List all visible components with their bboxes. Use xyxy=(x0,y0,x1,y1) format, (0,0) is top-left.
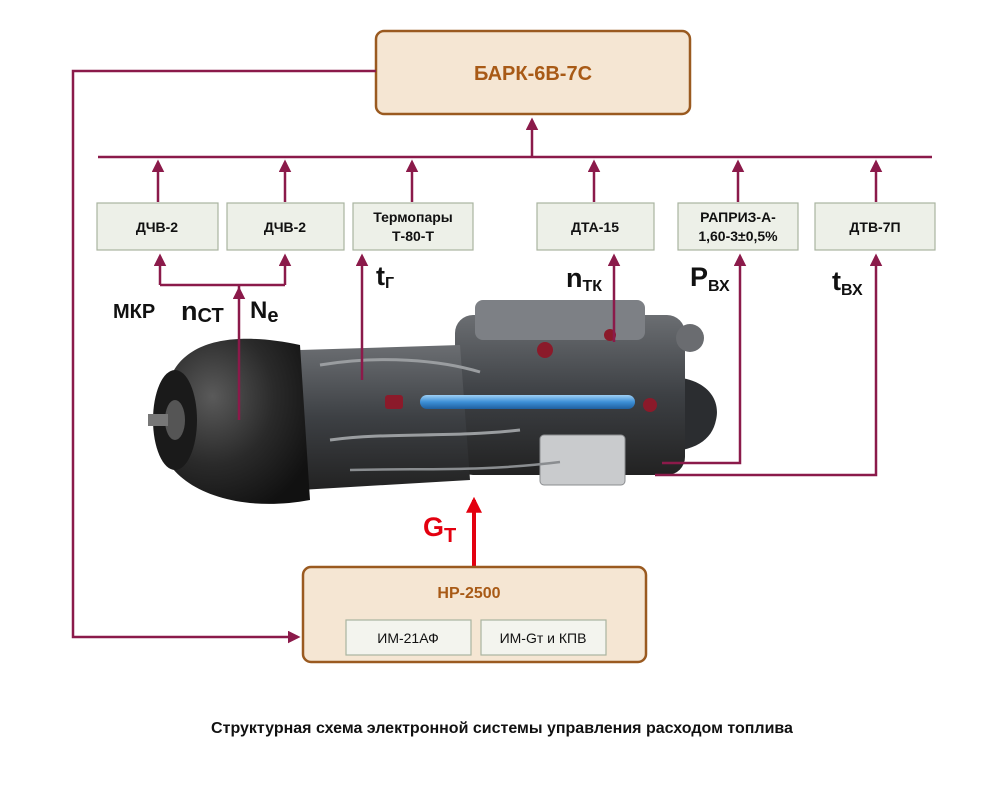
controller-label: БАРК-6В-7С xyxy=(474,63,592,85)
param-t-vx: tВХ xyxy=(832,266,863,299)
regulator-unit-2: ИМ-Gт и КПВ xyxy=(500,630,587,646)
sensor-box-dchv-1: ДЧВ-2 xyxy=(96,202,219,251)
sensor-box-dchv-2: ДЧВ-2 xyxy=(226,202,345,251)
controller-box: БАРК-6В-7С xyxy=(374,29,692,116)
regulator-unit-1: ИМ-21АФ xyxy=(377,630,438,646)
param-n-st: nСТ xyxy=(181,296,224,327)
sensor-box-thermocouples: Термопары Т-80-Т xyxy=(352,202,474,251)
param-p-vx: PВХ xyxy=(690,262,730,295)
diagram-caption: Структурная схема электронной системы уп… xyxy=(211,720,793,737)
sensor-label: ДТА-15 xyxy=(571,219,619,235)
param-n-tk: nТК xyxy=(566,263,602,295)
turboshaft-engine-icon xyxy=(148,300,717,504)
sensor-label: РАПРИЗ-А- xyxy=(700,209,776,225)
regulator-box: НР-2500 ИМ-21АФ ИМ-Gт и КПВ xyxy=(301,565,648,664)
signal-lines xyxy=(71,69,932,644)
param-g-t: GТ xyxy=(423,512,456,547)
sensor-box-dtv: ДТВ-7П xyxy=(814,202,936,251)
sensor-label: ДЧВ-2 xyxy=(136,219,178,235)
regulator-label: НР-2500 xyxy=(437,585,500,602)
param-t-g: tГ xyxy=(376,261,394,292)
sensor-label-line2: Т-80-Т xyxy=(392,228,434,244)
param-n-e: Ne xyxy=(250,297,278,327)
sensor-box-dta: ДТА-15 xyxy=(536,202,655,251)
sensor-label: ДТВ-7П xyxy=(849,219,900,235)
param-mkr: МКР xyxy=(113,301,155,323)
sensor-label-line2: 1,60-3±0,5% xyxy=(698,228,778,244)
sensor-label: ДЧВ-2 xyxy=(264,219,306,235)
sensor-box-rapriz: РАПРИЗ-А- 1,60-3±0,5% xyxy=(677,202,799,251)
sensor-label: Термопары xyxy=(373,209,452,225)
